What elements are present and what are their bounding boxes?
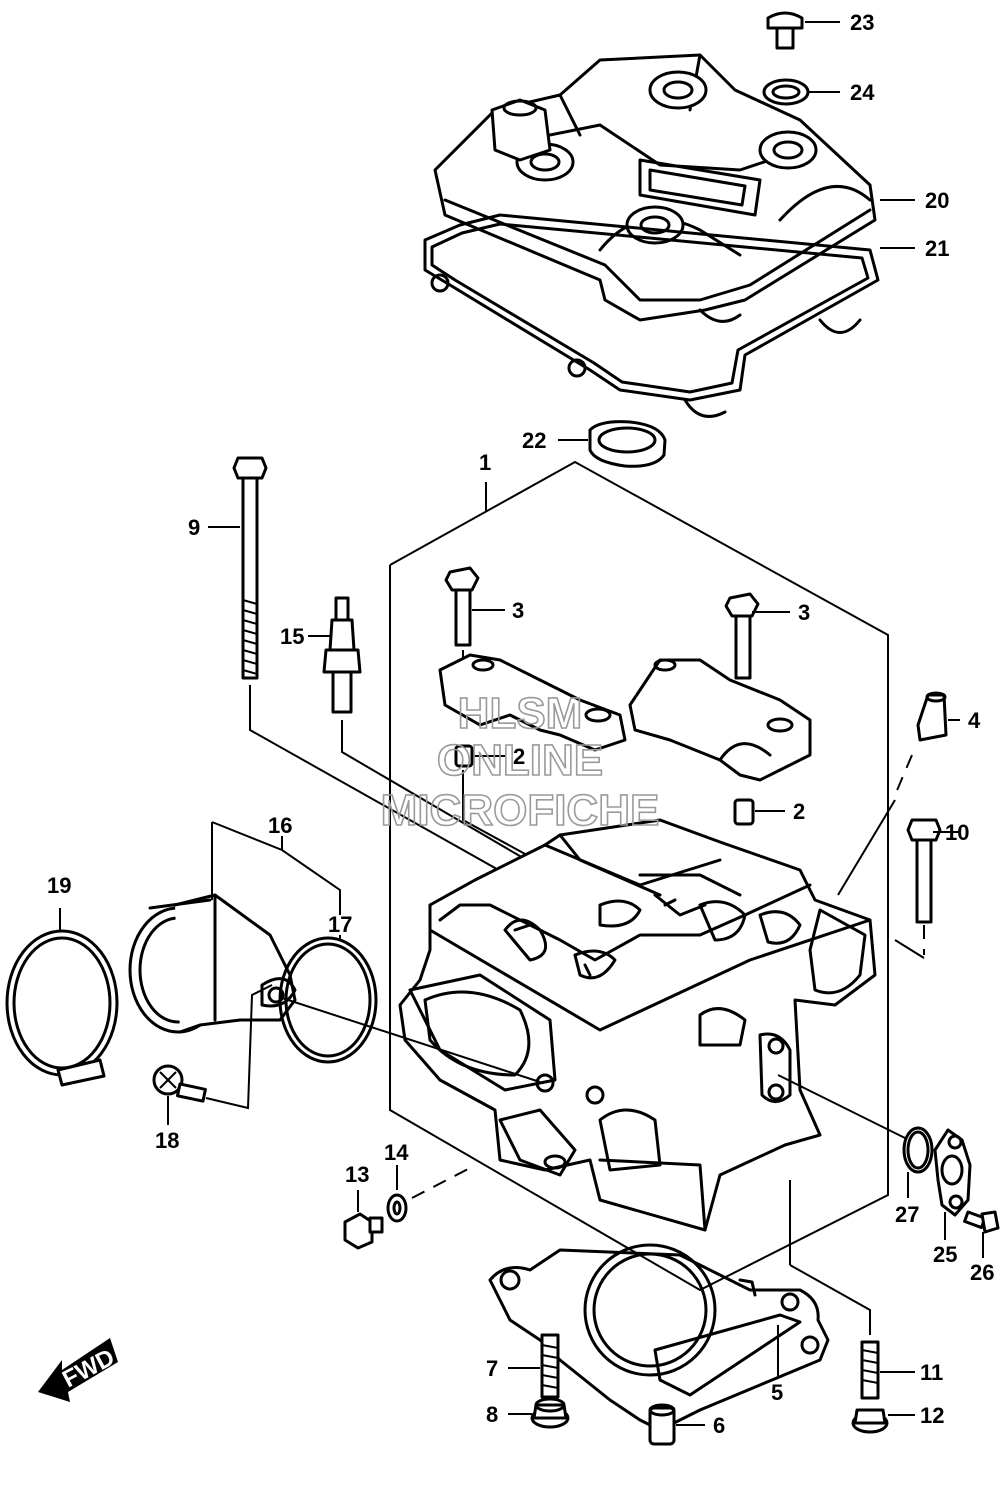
callout-labels: 23 24 20 21 22 1 9 3 3 15 4 2 2 16 10 19… <box>47 10 994 1438</box>
side-bolt-part <box>894 818 960 959</box>
cam-holder-bolt-left-part <box>444 566 505 700</box>
intake-o-ring-part <box>278 935 541 1083</box>
callout-22: 22 <box>522 428 546 453</box>
callout-13: 13 <box>345 1162 369 1187</box>
callout-16: 16 <box>268 813 292 838</box>
callout-10: 10 <box>945 820 969 845</box>
dowel-tube-part <box>648 1403 705 1446</box>
callout-8: 8 <box>486 1402 498 1427</box>
callout-21: 21 <box>925 236 949 261</box>
seal-ring-part <box>558 420 667 468</box>
intake-pipe-part <box>128 821 341 1034</box>
callout-11: 11 <box>920 1360 943 1385</box>
callout-9: 9 <box>188 515 200 540</box>
side-o-ring-part <box>777 1074 934 1198</box>
short-stud-part <box>508 1333 560 1399</box>
callout-6: 6 <box>713 1413 725 1438</box>
callout-17: 17 <box>328 912 352 937</box>
camshaft-holder-left-part <box>438 653 627 752</box>
callout-3-left: 3 <box>512 598 524 623</box>
callout-20: 20 <box>925 188 949 213</box>
callout-24: 24 <box>850 80 875 105</box>
callout-2-right: 2 <box>793 799 805 824</box>
cover-gasket-part <box>423 213 915 418</box>
cylinder-head-cover-part <box>433 53 915 334</box>
callout-27: 27 <box>895 1202 919 1227</box>
watermark-line-1: HLSM <box>458 689 583 738</box>
oil-washer-part <box>386 1165 471 1223</box>
dowel-pin-right-part <box>733 798 785 826</box>
stud-pin-part <box>837 691 960 896</box>
callout-26: 26 <box>970 1260 994 1285</box>
watermark: HLSM ONLINE MICROFICHE <box>380 688 660 836</box>
flange-nut-right-part <box>851 1408 915 1434</box>
callout-14: 14 <box>384 1140 409 1165</box>
oil-bolt-part <box>343 1190 384 1250</box>
side-bolt-small-part <box>963 1210 1000 1258</box>
long-stud-right-part <box>860 1340 915 1400</box>
flange-nut-left-part <box>508 1397 570 1429</box>
callout-19: 19 <box>47 873 71 898</box>
cover-washer-part <box>762 78 840 106</box>
cam-holder-bolt-right-part <box>724 592 790 680</box>
head-gasket-part <box>488 1180 871 1432</box>
watermark-line-3: MICROFICHE <box>381 786 660 835</box>
watermark-line-2: ONLINE <box>437 736 603 785</box>
callout-25: 25 <box>933 1242 957 1267</box>
callout-3-right: 3 <box>798 600 810 625</box>
callout-5: 5 <box>771 1380 783 1405</box>
clamp-screw-part <box>152 984 273 1125</box>
cover-bolt-part <box>766 11 840 50</box>
callout-2-left: 2 <box>513 744 525 769</box>
callout-1: 1 <box>479 450 491 475</box>
callout-4: 4 <box>968 708 981 733</box>
callout-18: 18 <box>155 1128 179 1153</box>
side-cover-plate-part <box>933 1128 972 1240</box>
fwd-label: FWD <box>58 1344 119 1393</box>
cylinder-head-body-part <box>398 818 877 1232</box>
cylinder-head-assembly-bracket <box>389 460 889 1292</box>
callout-15: 15 <box>280 624 304 649</box>
callout-7: 7 <box>486 1356 498 1381</box>
callout-23: 23 <box>850 10 874 35</box>
forward-direction-arrow-icon: FWD <box>38 1338 119 1402</box>
callout-12: 12 <box>920 1403 944 1428</box>
camshaft-holder-right-part <box>628 658 812 782</box>
hose-clamp-part <box>5 908 119 1087</box>
